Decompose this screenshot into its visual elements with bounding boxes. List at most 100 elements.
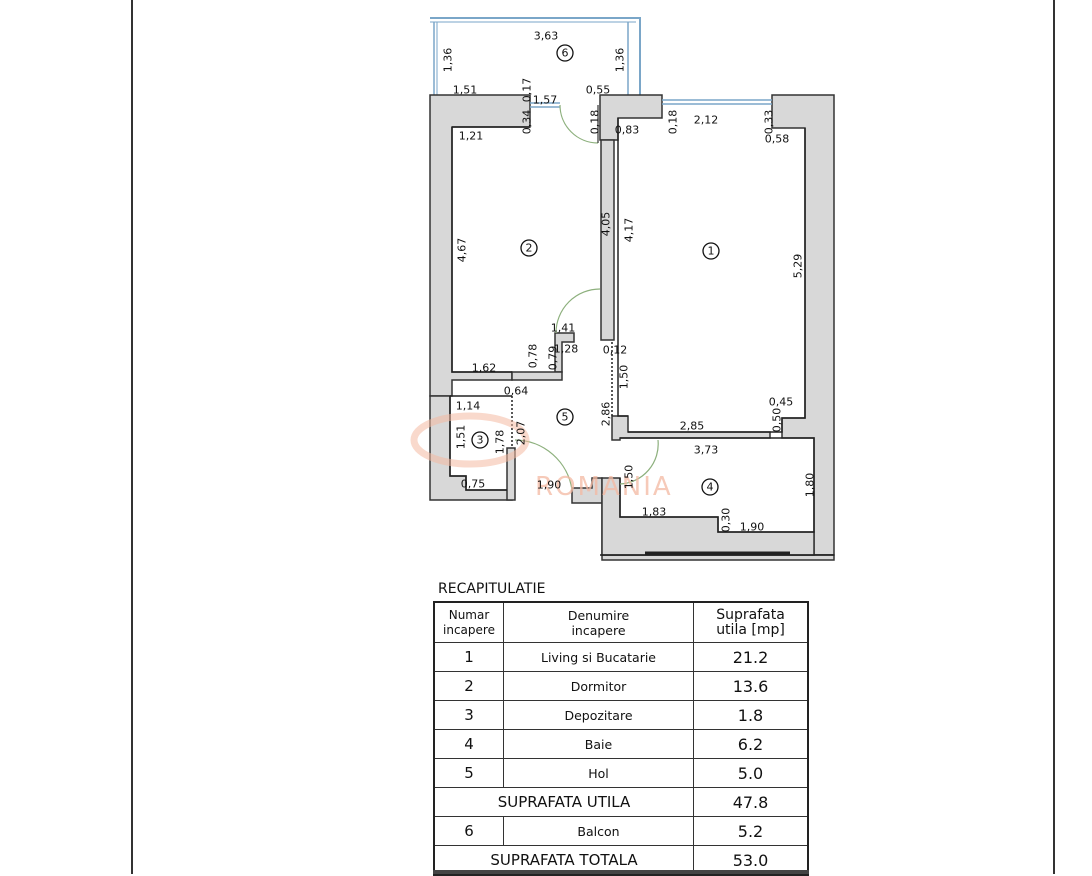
room-area: 5.2 bbox=[693, 816, 809, 846]
dimension-label: 0,18 bbox=[589, 110, 602, 135]
table-bottom-border bbox=[433, 870, 809, 874]
room-area: 1.8 bbox=[693, 700, 809, 730]
dimension-label: 1,83 bbox=[642, 506, 667, 519]
dimension-label: 2,85 bbox=[680, 420, 705, 433]
dimension-label: 1,51 bbox=[453, 84, 478, 97]
header-room-name: Denumire incapere bbox=[503, 601, 694, 643]
room-circle bbox=[702, 242, 720, 260]
dimension-label: 0,30 bbox=[720, 508, 733, 533]
room-number-label: 6 bbox=[562, 47, 569, 60]
dimension-label: 1,50 bbox=[618, 365, 631, 390]
dimension-label: 0,58 bbox=[765, 133, 790, 146]
room-number: 6 bbox=[433, 816, 504, 846]
room-outlines bbox=[449, 118, 834, 556]
room-number-marker: 1 bbox=[702, 242, 720, 260]
dimension-label: 0,34 bbox=[521, 110, 534, 135]
header-area: Suprafata utila [mp] bbox=[693, 601, 809, 643]
room-number: 1 bbox=[433, 642, 504, 672]
room-circle bbox=[556, 44, 574, 62]
table-row: 5 Hol 5.0 bbox=[433, 758, 809, 788]
dimension-label: 1,57 bbox=[533, 94, 558, 107]
room-number-label: 2 bbox=[526, 242, 533, 255]
dimension-label: 1,78 bbox=[494, 430, 507, 455]
room-number: 3 bbox=[433, 700, 504, 730]
room-name: Balcon bbox=[503, 816, 694, 846]
dimension-label: 2,86 bbox=[600, 402, 613, 427]
watermark: ROMANIA bbox=[410, 412, 673, 502]
dimension-label: 0,50 bbox=[771, 408, 784, 433]
recap-title: RECAPITULATIE bbox=[438, 581, 546, 597]
dimension-label: 0,78 bbox=[527, 344, 540, 369]
balcony-outline bbox=[430, 17, 641, 95]
room-circle bbox=[556, 408, 574, 426]
room-circle bbox=[701, 478, 719, 496]
room-number: 4 bbox=[433, 729, 504, 759]
dimension-label: 0,64 bbox=[504, 385, 529, 398]
dimension-label: 1,80 bbox=[804, 473, 817, 498]
room-number-marker: 6 bbox=[556, 44, 574, 62]
dimension-label: 4,05 bbox=[600, 212, 613, 237]
dimension-label: 1,51 bbox=[455, 425, 468, 450]
dimension-label: 0,45 bbox=[769, 396, 794, 409]
dimension-label: 0,33 bbox=[763, 110, 776, 135]
table-row-balcony: 6 Balcon 5.2 bbox=[433, 816, 809, 846]
table-row: 2 Dormitor 13.6 bbox=[433, 671, 809, 701]
room-number-label: 3 bbox=[477, 434, 484, 447]
room-area: 6.2 bbox=[693, 729, 809, 759]
room-number: 2 bbox=[433, 671, 504, 701]
room-number-label: 5 bbox=[562, 411, 569, 424]
room-name: Depozitare bbox=[503, 700, 694, 730]
page-right-border bbox=[1053, 0, 1055, 874]
dimension-label: 0,83 bbox=[615, 124, 640, 137]
table-header-row: Numar incapere Denumire incapere Suprafa… bbox=[433, 601, 809, 643]
dimension-label: 3,73 bbox=[694, 444, 719, 457]
dimension-label: 1,36 bbox=[614, 48, 627, 73]
room-name: Hol bbox=[503, 758, 694, 788]
room-numbers: 1 2 3 4 5 6 bbox=[471, 44, 720, 496]
dimension-label: 1,36 bbox=[442, 48, 455, 73]
header-room-number: Numar incapere bbox=[433, 601, 504, 643]
room-name: Baie bbox=[503, 729, 694, 759]
room-number-label: 4 bbox=[707, 481, 714, 494]
room-number: 5 bbox=[433, 758, 504, 788]
page-left-border bbox=[131, 0, 133, 874]
room-number-marker: 4 bbox=[701, 478, 719, 496]
dimension-label: 0,12 bbox=[603, 344, 628, 357]
room-number-marker: 2 bbox=[520, 239, 538, 257]
area-summary-table: Numar incapere Denumire incapere Suprafa… bbox=[433, 601, 809, 876]
walls bbox=[429, 94, 835, 561]
room-name: Dormitor bbox=[503, 671, 694, 701]
dimension-label: 2,12 bbox=[694, 114, 719, 127]
dimension-label: 2,07 bbox=[515, 421, 528, 446]
room-area: 21.2 bbox=[693, 642, 809, 672]
dimension-label: 1,50 bbox=[623, 465, 636, 490]
room-number-marker: 3 bbox=[471, 431, 489, 449]
dimension-label: 0,17 bbox=[521, 78, 534, 103]
table-row: 3 Depozitare 1.8 bbox=[433, 700, 809, 730]
dimension-label: 0,55 bbox=[586, 84, 611, 97]
dimension-label: 0,18 bbox=[667, 110, 680, 135]
dimension-label: 5,29 bbox=[792, 254, 805, 279]
room-number-marker: 5 bbox=[556, 408, 574, 426]
dimension-label: 1,41 bbox=[551, 322, 576, 335]
dimension-label: 1,90 bbox=[537, 479, 562, 492]
room-name: Living si Bucatarie bbox=[503, 642, 694, 672]
table-row: 4 Baie 6.2 bbox=[433, 729, 809, 759]
room-area: 13.6 bbox=[693, 671, 809, 701]
useful-area-value: 47.8 bbox=[693, 787, 809, 817]
dimension-label: 4,67 bbox=[456, 238, 469, 263]
dimension-label: 1,62 bbox=[472, 362, 497, 375]
room-number-label: 1 bbox=[708, 245, 715, 258]
room-circle bbox=[520, 239, 538, 257]
dimension-label: 0,79 bbox=[547, 346, 560, 371]
dimension-label: 1,28 bbox=[554, 343, 579, 356]
dimension-label: 0,75 bbox=[461, 478, 486, 491]
dimension-label: 4,17 bbox=[623, 218, 636, 243]
dimension-label: 1,21 bbox=[459, 130, 484, 143]
watermark-text: ROMANIA bbox=[535, 472, 673, 502]
room-area: 5.0 bbox=[693, 758, 809, 788]
useful-area-total-row: SUPRAFATA UTILA 47.8 bbox=[433, 787, 809, 817]
dimension-label: 3,63 bbox=[534, 30, 559, 43]
dimension-label: 1,90 bbox=[740, 521, 765, 534]
